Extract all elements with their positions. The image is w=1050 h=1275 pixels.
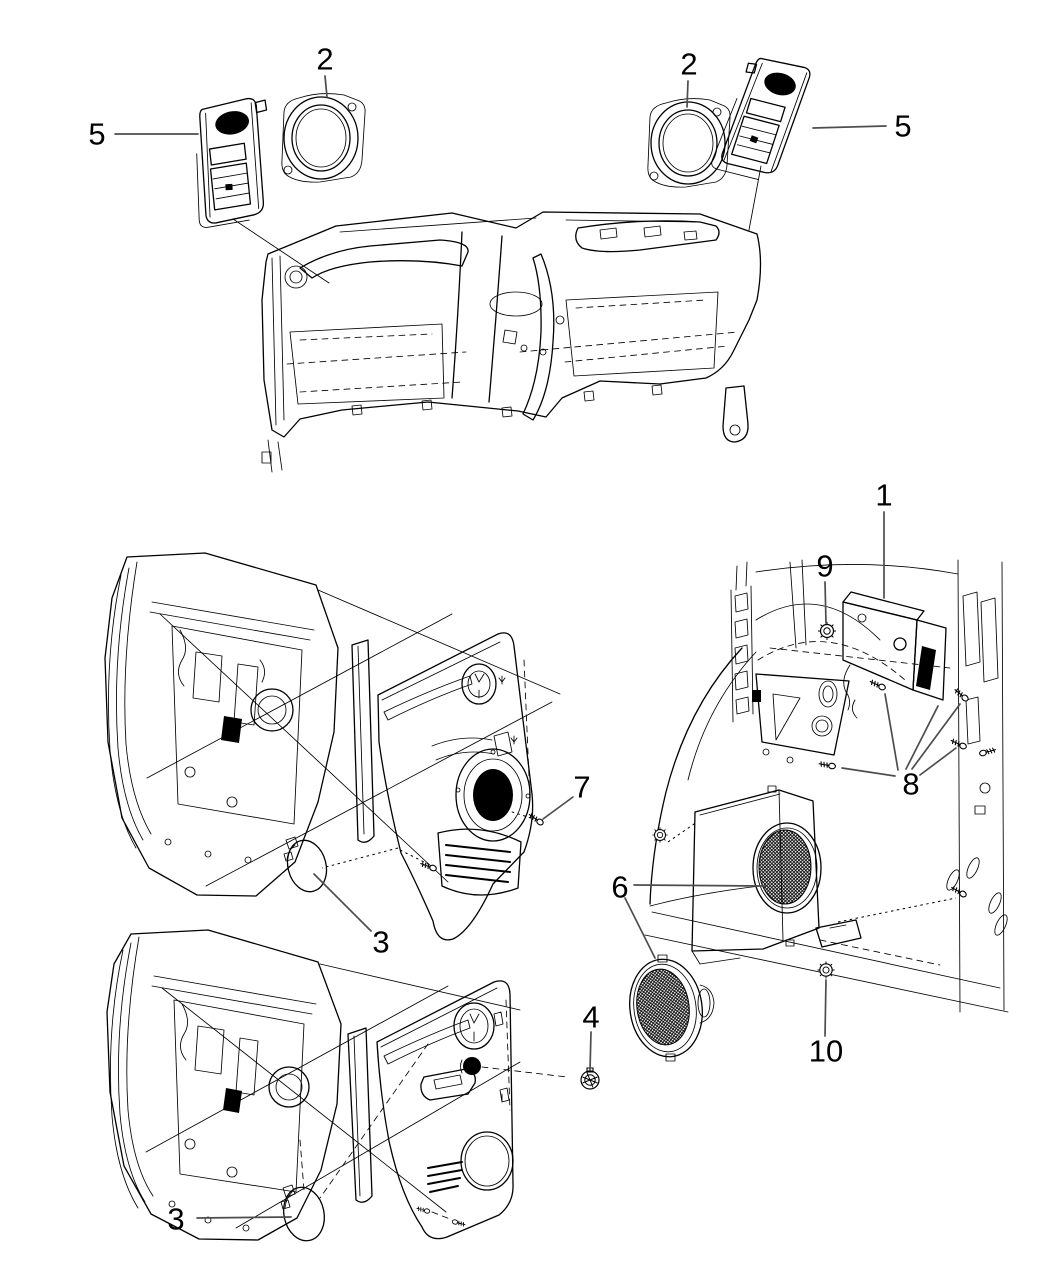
dash-vent-left xyxy=(196,97,268,228)
callout-4-10: 4 xyxy=(582,999,600,1035)
fasteners xyxy=(415,621,997,1228)
callout-8-7: 8 xyxy=(902,766,920,802)
speaker-adapter-ring-left xyxy=(281,93,366,183)
speaker-cover-front xyxy=(283,836,328,893)
speaker-box-nut-10 xyxy=(816,960,836,980)
speaker-adapter-ring-right xyxy=(647,98,731,188)
callout-3-12: 3 xyxy=(167,1201,185,1237)
callout-6-8: 6 xyxy=(611,869,629,905)
callout-9-5: 9 xyxy=(816,548,834,584)
door-panel-clip-4 xyxy=(580,1067,600,1090)
rear-door-inner-panel xyxy=(106,929,521,1241)
speaker-cover-rear xyxy=(280,1184,326,1242)
front-door-inner-panel xyxy=(104,552,561,897)
callout-leader-lines xyxy=(114,75,961,1219)
callout-1-4: 1 xyxy=(875,477,893,513)
callout-3-9: 3 xyxy=(372,924,390,960)
callout-7-6: 7 xyxy=(573,769,591,805)
rear-quarter-speaker xyxy=(629,954,715,1062)
callout-2-1: 2 xyxy=(316,41,334,77)
rear-door-trim-panel xyxy=(347,980,568,1240)
callout-5-0: 5 xyxy=(88,116,106,152)
dash-vent-right xyxy=(711,57,811,180)
callout-10-11: 10 xyxy=(808,1033,844,1069)
front-door-trim-panel xyxy=(321,632,535,941)
callout-5-3: 5 xyxy=(894,108,912,144)
instrument-panel-assembly xyxy=(261,211,762,473)
callout-2-2: 2 xyxy=(680,46,698,82)
quarter-panel-assembly xyxy=(644,559,1009,1013)
amplifier-nut-9 xyxy=(817,621,837,641)
